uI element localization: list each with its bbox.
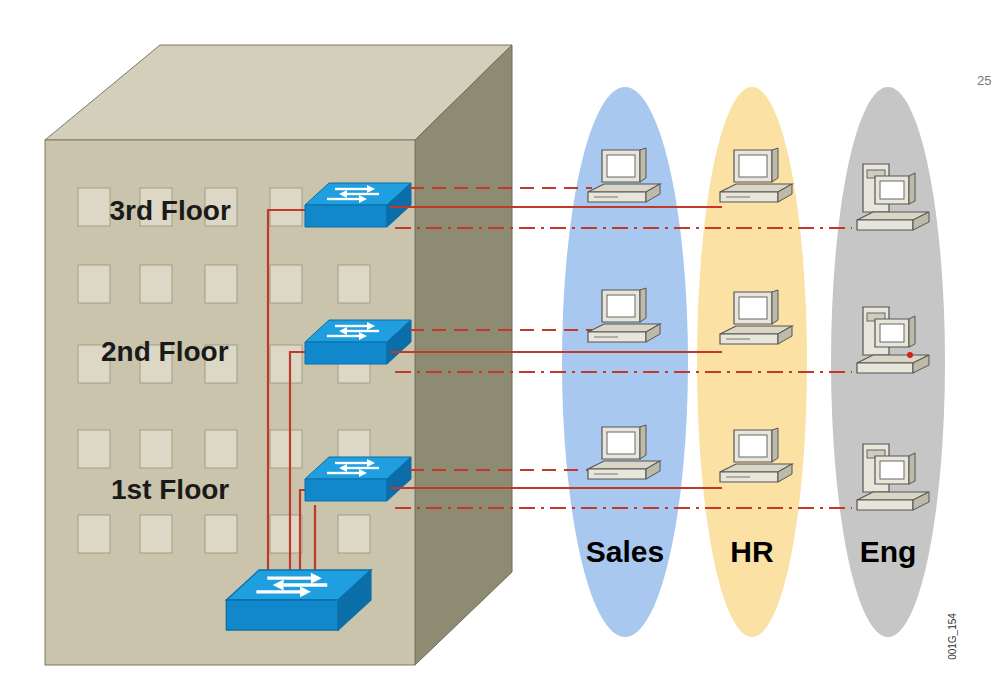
figure-code: 001G_154 — [946, 613, 957, 660]
group-label: HR — [730, 535, 773, 569]
group-label: Eng — [860, 535, 917, 569]
page-number: 25 — [977, 73, 991, 88]
group-label: Sales — [586, 535, 664, 569]
floor-label: 3rd Floor — [110, 195, 231, 227]
floor-label: 2nd Floor — [101, 336, 229, 368]
floor-label: 1st Floor — [111, 474, 229, 506]
